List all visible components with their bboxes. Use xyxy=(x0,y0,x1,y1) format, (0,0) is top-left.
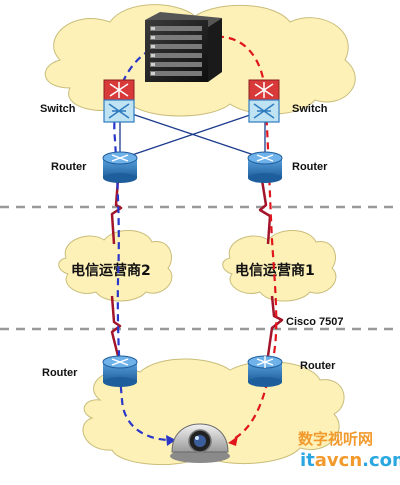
switch-right-label: Switch xyxy=(292,103,328,115)
cloud-carrier-2-label: 电信运营商2 xyxy=(71,262,151,279)
cloud-carrier-2: 电信运营商2 xyxy=(58,230,173,302)
router-left-bottom-label: Router xyxy=(42,367,78,379)
video-camera-icon xyxy=(170,423,230,463)
cloud-carrier-1: 电信运营商1 xyxy=(222,230,337,302)
watermark-line2: itavcn.com xyxy=(300,450,400,471)
watermark-logo: 数字视听网 itavcn.com xyxy=(298,430,400,471)
path-blue-dashed xyxy=(113,49,171,442)
router-left-top-icon xyxy=(102,151,138,183)
cisco-model-label: Cisco 7507 xyxy=(286,316,343,328)
router-right-top-icon xyxy=(247,151,283,183)
switch-left-icon xyxy=(103,79,135,123)
wan-links xyxy=(110,179,284,357)
lan-links xyxy=(119,113,266,156)
watermark-line2-prefix: it xyxy=(300,450,315,471)
watermark-line2-accent: avcn xyxy=(315,450,362,471)
router-left-bottom-icon xyxy=(102,355,138,387)
switch-right-icon xyxy=(248,79,280,123)
server-rack-icon xyxy=(145,12,222,82)
path-blue-arrowhead xyxy=(166,435,176,446)
path-red-arrowhead xyxy=(228,436,238,446)
switch-left-label: Switch xyxy=(40,103,76,115)
path-red-dashed xyxy=(204,35,278,441)
router-right-bottom-icon xyxy=(247,355,283,387)
bottom-cloud xyxy=(82,358,345,465)
watermark-line2-suffix: .com xyxy=(362,450,400,471)
cloud-carrier-1-label: 电信运营商1 xyxy=(235,262,315,279)
router-right-bottom-label: Router xyxy=(300,360,336,372)
watermark-line1: 数字视听网 xyxy=(298,430,373,448)
router-left-top-label: Router xyxy=(51,161,87,173)
router-right-top-label: Router xyxy=(292,161,328,173)
